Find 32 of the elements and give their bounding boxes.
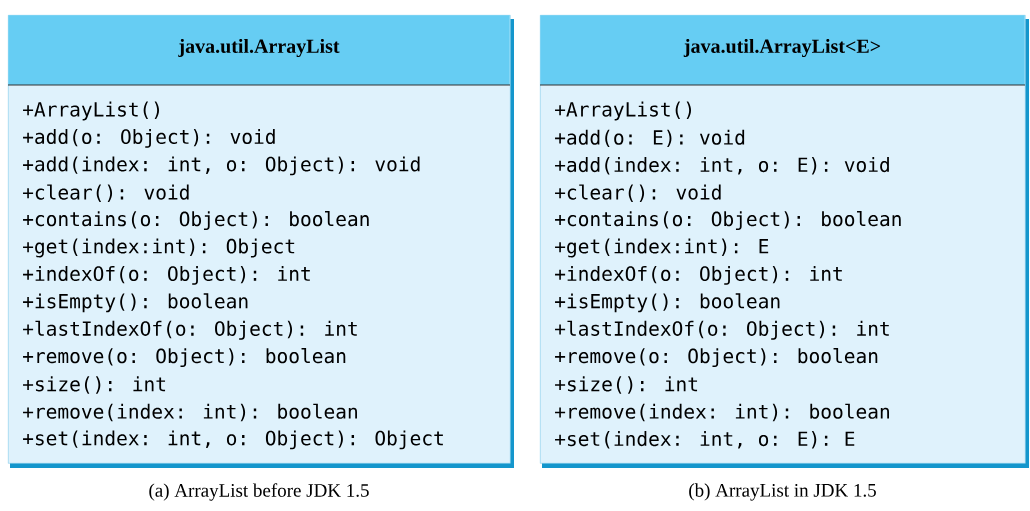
method-signature: +lastIndexOf(o: Object): int	[555, 320, 889, 340]
method-signature: +contains(o: Object): boolean	[555, 211, 901, 231]
method-signature: +add(index: int, o: E): void	[555, 157, 889, 175]
class-box	[539, 15, 1029, 468]
method-signature: +ArrayList()	[23, 101, 159, 121]
method-signature: +remove(o: Object): boolean	[23, 348, 346, 368]
node-label: (a) ArrayList before JDK 1.5	[149, 483, 369, 501]
class-name: java.util.ArrayList	[178, 38, 340, 58]
method-signature: +get(index:int): Object	[23, 238, 295, 258]
method-signature: +size(): int	[555, 376, 698, 394]
method-signature: +size(): int	[23, 376, 166, 394]
method-signature: +set(index: int, o: E): E	[555, 431, 855, 449]
class-name: java.util.ArrayList<E>	[683, 38, 881, 58]
method-signature: +add(o: E): void	[555, 129, 745, 148]
method-signature: +contains(o: Object): boolean	[23, 211, 369, 231]
method-signature: +indexOf(o: Object): int	[555, 266, 842, 285]
method-signature: +isEmpty(): boolean	[23, 293, 248, 313]
class-box	[7, 15, 514, 468]
method-signature: +indexOf(o: Object): int	[23, 266, 310, 285]
node-label: (b) ArrayList in JDK 1.5	[689, 483, 876, 501]
method-signature: +clear(): void	[555, 184, 721, 202]
method-signature: +remove(o: Object): boolean	[555, 348, 878, 368]
method-signature: +remove(index: int): boolean	[23, 403, 357, 422]
method-signature: +add(index: int, o: Object): void	[23, 156, 420, 176]
method-signature: +get(index:int): E	[555, 238, 769, 258]
method-signature: +set(index: int, o: Object): Object	[23, 430, 443, 450]
method-signature: +add(o: Object): void	[23, 129, 275, 148]
method-signature: +ArrayList()	[555, 101, 691, 121]
method-signature: +remove(index: int): boolean	[555, 403, 889, 422]
method-signature: +lastIndexOf(o: Object): int	[23, 320, 357, 340]
method-signature: +clear(): void	[23, 184, 189, 202]
method-signature: +isEmpty(): boolean	[555, 293, 780, 313]
